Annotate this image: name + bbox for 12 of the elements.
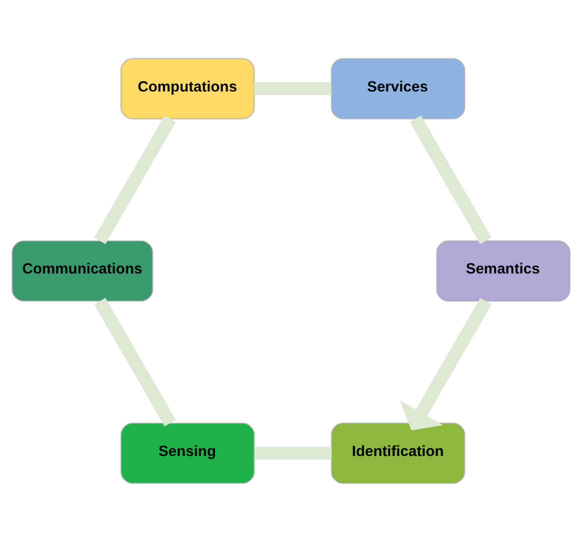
node-box: Computations xyxy=(120,58,255,120)
arrow xyxy=(400,298,492,430)
connector xyxy=(254,446,332,460)
connector xyxy=(94,116,176,244)
node-box: Communications xyxy=(12,240,154,302)
node-box: Services xyxy=(331,58,466,120)
connector xyxy=(254,82,332,96)
node-box: Sensing xyxy=(120,422,255,484)
connector xyxy=(410,116,492,244)
node-box: Semantics xyxy=(436,240,570,302)
node-box: Identification xyxy=(331,422,466,484)
connector xyxy=(94,298,176,426)
